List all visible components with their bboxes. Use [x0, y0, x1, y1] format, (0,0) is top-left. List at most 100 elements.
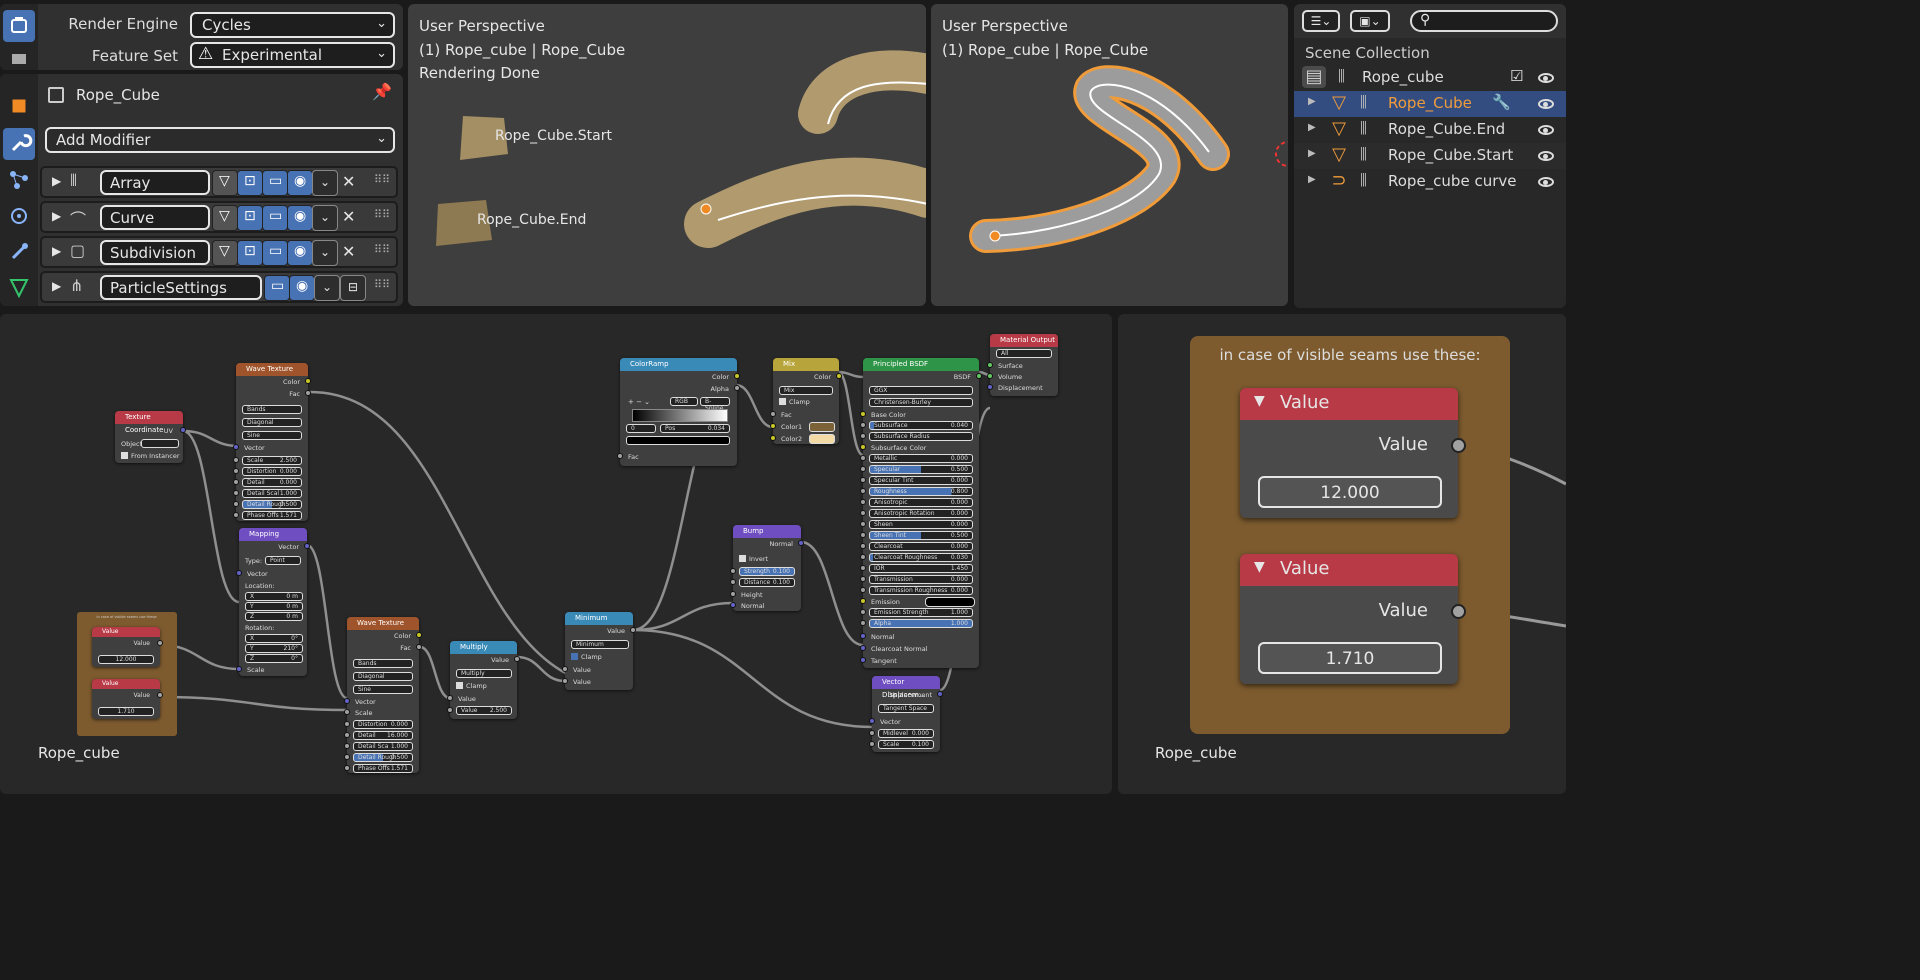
socket[interactable] [233, 501, 239, 507]
socket[interactable] [860, 521, 866, 527]
viewport-solid[interactable]: User Perspective (1) Rope_cube | Rope_Cu… [931, 4, 1288, 306]
bands-direction-dropdown[interactable]: Diagonal [242, 418, 302, 427]
socket[interactable] [860, 657, 866, 663]
socket[interactable] [860, 598, 866, 604]
camera-toggle[interactable]: ◉ [287, 170, 313, 196]
viewport-rendered[interactable]: User Perspective (1) Rope_cube | Rope_Cu… [408, 4, 926, 306]
socket[interactable] [937, 691, 943, 697]
modifier-panel[interactable]: ▶⋔ParticleSettings▭◉⌄⊟⠿⠿ [40, 271, 398, 303]
subsurface-method-dropdown[interactable]: Christensen-Burley [869, 398, 973, 407]
visibility-eye-icon[interactable] [1538, 73, 1554, 83]
color2-swatch[interactable] [809, 434, 835, 444]
value-output-socket[interactable] [157, 692, 163, 698]
interpolation-dropdown[interactable]: B-Spline [700, 397, 730, 412]
socket[interactable] [730, 591, 736, 597]
clamp-checkbox[interactable] [779, 398, 786, 405]
socket[interactable] [860, 477, 866, 483]
edit-mode-toggle[interactable]: ▽ [212, 240, 238, 266]
socket[interactable] [730, 579, 736, 585]
socket[interactable] [734, 385, 740, 391]
expand-arrow-icon[interactable]: ▶ [1308, 122, 1316, 133]
color-ramp-gradient[interactable] [632, 409, 728, 422]
value-field[interactable]: 1.710 [1258, 642, 1442, 674]
socket[interactable] [860, 645, 866, 651]
checkbox-icon[interactable]: ☑ [1510, 67, 1524, 85]
socket[interactable] [860, 444, 866, 450]
socket[interactable] [344, 743, 350, 749]
modifier-name-field[interactable]: Curve [100, 205, 210, 230]
socket[interactable] [770, 423, 776, 429]
socket[interactable] [447, 695, 453, 701]
socket[interactable] [770, 411, 776, 417]
socket[interactable] [860, 565, 866, 571]
socket[interactable] [180, 427, 186, 433]
space-dropdown[interactable]: Tangent Space [878, 704, 934, 713]
invert-checkbox[interactable] [739, 555, 746, 562]
value-field[interactable]: 12.000 [98, 655, 154, 664]
socket[interactable] [344, 698, 350, 704]
from-instancer-checkbox[interactable] [121, 452, 128, 459]
physics-tab[interactable] [3, 200, 35, 232]
socket[interactable] [233, 457, 239, 463]
socket[interactable] [860, 422, 866, 428]
edit-mode-toggle[interactable]: ▽ [212, 205, 238, 231]
filter-button[interactable]: ▣⌄ [1350, 10, 1390, 32]
socket[interactable] [304, 543, 310, 549]
socket[interactable] [836, 373, 842, 379]
outliner-item[interactable]: ▤⫼Rope_cube☑ [1294, 65, 1566, 91]
socket[interactable] [617, 453, 623, 459]
blend-mode-dropdown[interactable]: Mix [779, 386, 833, 395]
monitor-toggle[interactable]: ▭ [262, 240, 288, 266]
modifier-tab[interactable] [3, 128, 35, 160]
socket[interactable] [987, 362, 993, 368]
socket[interactable] [860, 466, 866, 472]
monitor-toggle[interactable]: ▭ [264, 275, 290, 301]
color1-swatch[interactable] [809, 422, 835, 432]
socket[interactable] [860, 609, 866, 615]
socket[interactable] [770, 435, 776, 441]
socket[interactable] [305, 390, 311, 396]
bands-direction-dropdown[interactable]: Diagonal [353, 672, 413, 681]
expand-arrow-icon[interactable]: ▶ [52, 279, 62, 293]
socket[interactable] [233, 490, 239, 496]
socket[interactable] [860, 433, 866, 439]
socket[interactable] [798, 540, 804, 546]
camera-toggle[interactable]: ◉ [287, 205, 313, 231]
socket[interactable] [869, 730, 875, 736]
feature-set-dropdown[interactable]: ⚠ Experimental ⌄ [190, 42, 395, 68]
add-modifier-dropdown[interactable]: Add Modifier ⌄ [45, 127, 395, 153]
frame-node[interactable]: in case of visible seams use these: ▼ Va… [1190, 336, 1510, 734]
close-icon[interactable]: ✕ [342, 242, 356, 261]
socket[interactable] [562, 678, 568, 684]
socket[interactable] [860, 532, 866, 538]
bsdf-field[interactable]: Subsurface Radius [869, 432, 973, 441]
monitor-toggle[interactable]: ▭ [262, 170, 288, 196]
modifier-menu-button[interactable]: ⌄ [314, 275, 340, 301]
